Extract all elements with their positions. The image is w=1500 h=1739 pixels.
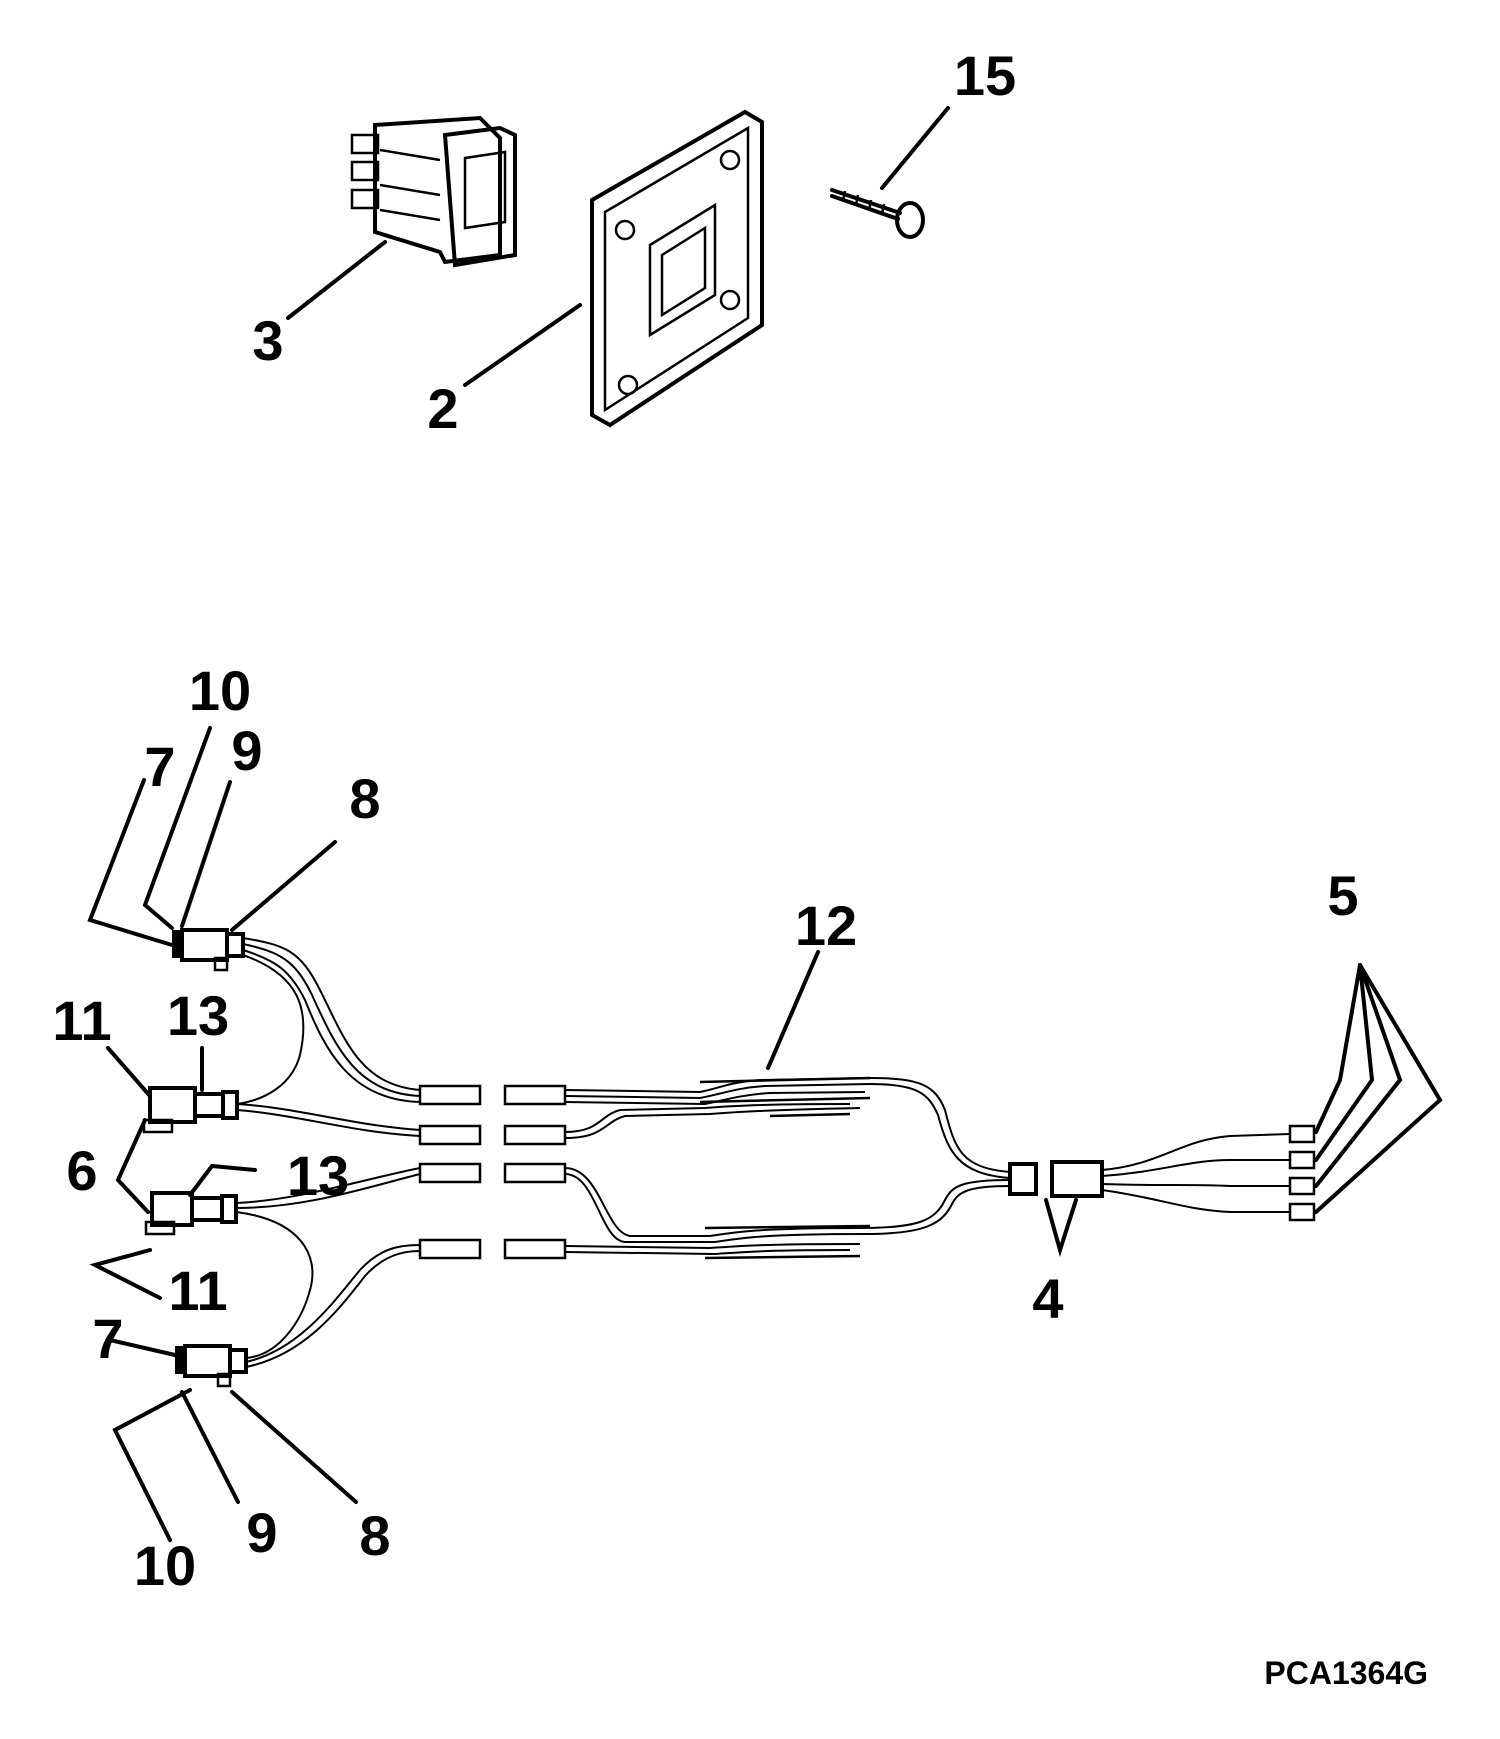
callout-labels: 15 3 2 10 9 7 8 12 5 11 13 6 13 11 4 7 9…	[52, 44, 1358, 1597]
callout-9-top: 9	[231, 719, 262, 782]
rocker-switch-part-3	[350, 115, 517, 268]
callout-15: 15	[954, 44, 1016, 107]
callout-4: 4	[1032, 1267, 1063, 1330]
callout-8-bottom: 8	[359, 1504, 390, 1567]
leader-lines-harness	[87, 726, 1443, 1542]
callout-10-top: 10	[189, 659, 251, 722]
callout-10-bottom: 10	[134, 1534, 196, 1597]
callout-3: 3	[252, 309, 283, 372]
callout-11-top: 11	[52, 989, 111, 1052]
callout-7-bottom: 7	[92, 1307, 123, 1370]
callout-8-top: 8	[349, 767, 380, 830]
callout-5: 5	[1327, 864, 1358, 927]
callout-6: 6	[66, 1139, 97, 1202]
mounting-plate-part-2	[590, 109, 764, 428]
leader-lines-top	[286, 106, 950, 387]
callout-13-top: 13	[167, 984, 229, 1047]
figure-id: PCA1364G	[1264, 1655, 1428, 1691]
callout-7-top: 7	[144, 735, 175, 798]
screw-part-15	[830, 188, 925, 239]
callout-13-bottom: 13	[287, 1144, 349, 1207]
callout-11-bottom: 11	[168, 1259, 227, 1322]
callout-12: 12	[795, 894, 857, 957]
callout-9-bottom: 9	[246, 1501, 277, 1564]
callout-2: 2	[427, 377, 458, 440]
